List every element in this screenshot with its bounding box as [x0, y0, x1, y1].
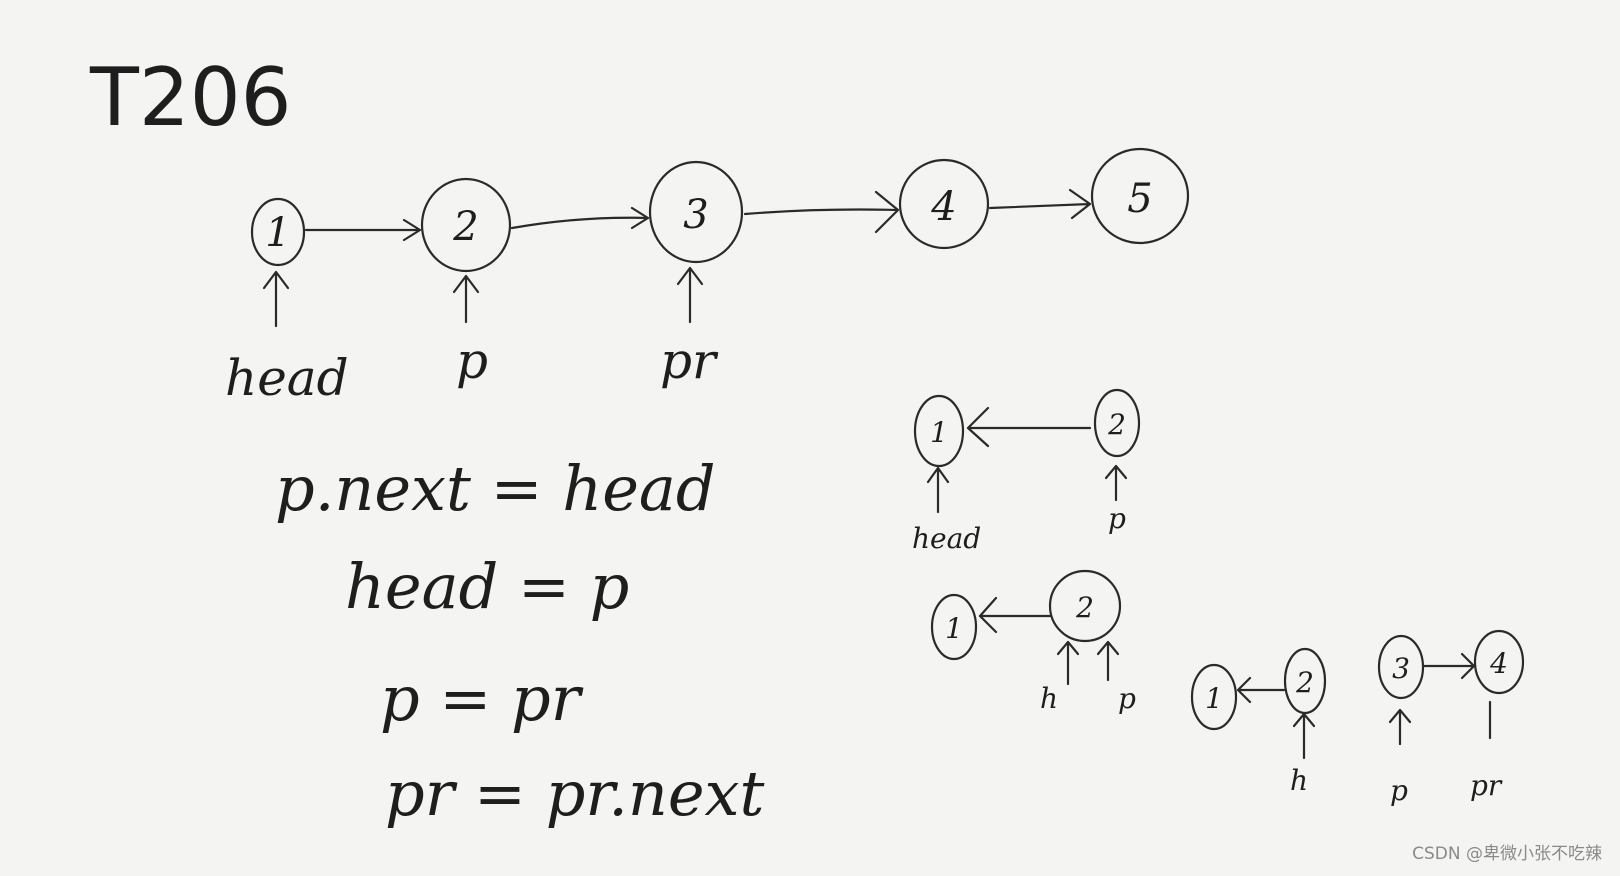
step1-node-1-label: 1	[930, 416, 948, 449]
step3-h-label: h	[1290, 764, 1308, 797]
step1-arrow-2-to-1	[966, 406, 1092, 448]
step3-node-3-circle	[1377, 634, 1425, 700]
code-line-3: p = pr	[380, 662, 584, 735]
step3-p-arrow	[1388, 708, 1412, 746]
step3-pr-label: pr	[1470, 769, 1503, 802]
step3-node-2-label: 2	[1295, 666, 1314, 699]
pr-pointer-label: pr	[660, 332, 719, 390]
main-node-4-circle	[898, 158, 990, 250]
p-pointer-label: p	[456, 332, 488, 390]
main-node-2-label: 2	[452, 204, 478, 250]
main-node-1-circle	[250, 197, 306, 267]
arrow-3-to-4	[743, 190, 900, 234]
code-line-4: pr = pr.next	[385, 757, 765, 830]
step2-node-2-circle	[1048, 569, 1122, 643]
p-pointer-arrow	[452, 274, 480, 324]
step3-h-arrow	[1292, 712, 1316, 760]
step2-arrow-2-to-1	[978, 596, 1052, 634]
step2-h-arrow	[1056, 640, 1080, 686]
step2-node-1-circle	[930, 593, 978, 661]
step3-arrow-3-to-4	[1422, 652, 1476, 680]
main-node-1-label: 1	[265, 210, 290, 256]
arrow-1-to-2	[304, 218, 422, 242]
step1-node-2-circle	[1093, 388, 1141, 458]
step1-head-label: head	[912, 522, 981, 555]
step3-node-1-circle	[1190, 663, 1238, 731]
main-node-5-circle	[1090, 147, 1190, 245]
arrow-2-to-3	[510, 206, 650, 230]
step1-node-1-circle	[913, 394, 965, 468]
head-pointer-arrow	[262, 270, 290, 328]
step3-node-3-label: 3	[1392, 652, 1410, 685]
head-pointer-label: head	[225, 349, 349, 407]
pr-pointer-arrow	[676, 266, 704, 324]
step2-p-label: p	[1118, 682, 1136, 715]
step3-node-4-circle	[1473, 629, 1525, 695]
main-node-2-circle	[420, 177, 512, 273]
main-node-5-label: 5	[1127, 176, 1152, 222]
step3-p-label: p	[1390, 774, 1408, 807]
step2-node-2-label: 2	[1075, 591, 1094, 624]
main-node-4-label: 4	[930, 184, 956, 230]
step1-p-label: p	[1108, 502, 1126, 535]
diagram-title: T206	[89, 51, 292, 144]
step3-arrow-2-to-1	[1236, 676, 1286, 704]
code-line-1: p.next = head	[275, 452, 716, 525]
step3-node-4-label: 4	[1489, 647, 1508, 680]
csdn-watermark: CSDN @卑微小张不吃辣	[1412, 844, 1602, 864]
step1-node-2-label: 2	[1107, 408, 1126, 441]
step3-node-2-circle	[1283, 647, 1327, 715]
step3-node-1-label: 1	[1205, 682, 1223, 715]
main-node-3-label: 3	[683, 192, 708, 238]
step1-head-arrow	[926, 466, 950, 514]
arrow-4-to-5	[988, 188, 1092, 220]
step2-p-arrow	[1096, 640, 1120, 682]
code-line-2: head = p	[345, 550, 629, 623]
main-node-3-circle	[648, 160, 744, 264]
step2-h-label: h	[1040, 682, 1058, 715]
step1-p-arrow	[1104, 464, 1128, 502]
step2-node-1-label: 1	[945, 612, 963, 645]
